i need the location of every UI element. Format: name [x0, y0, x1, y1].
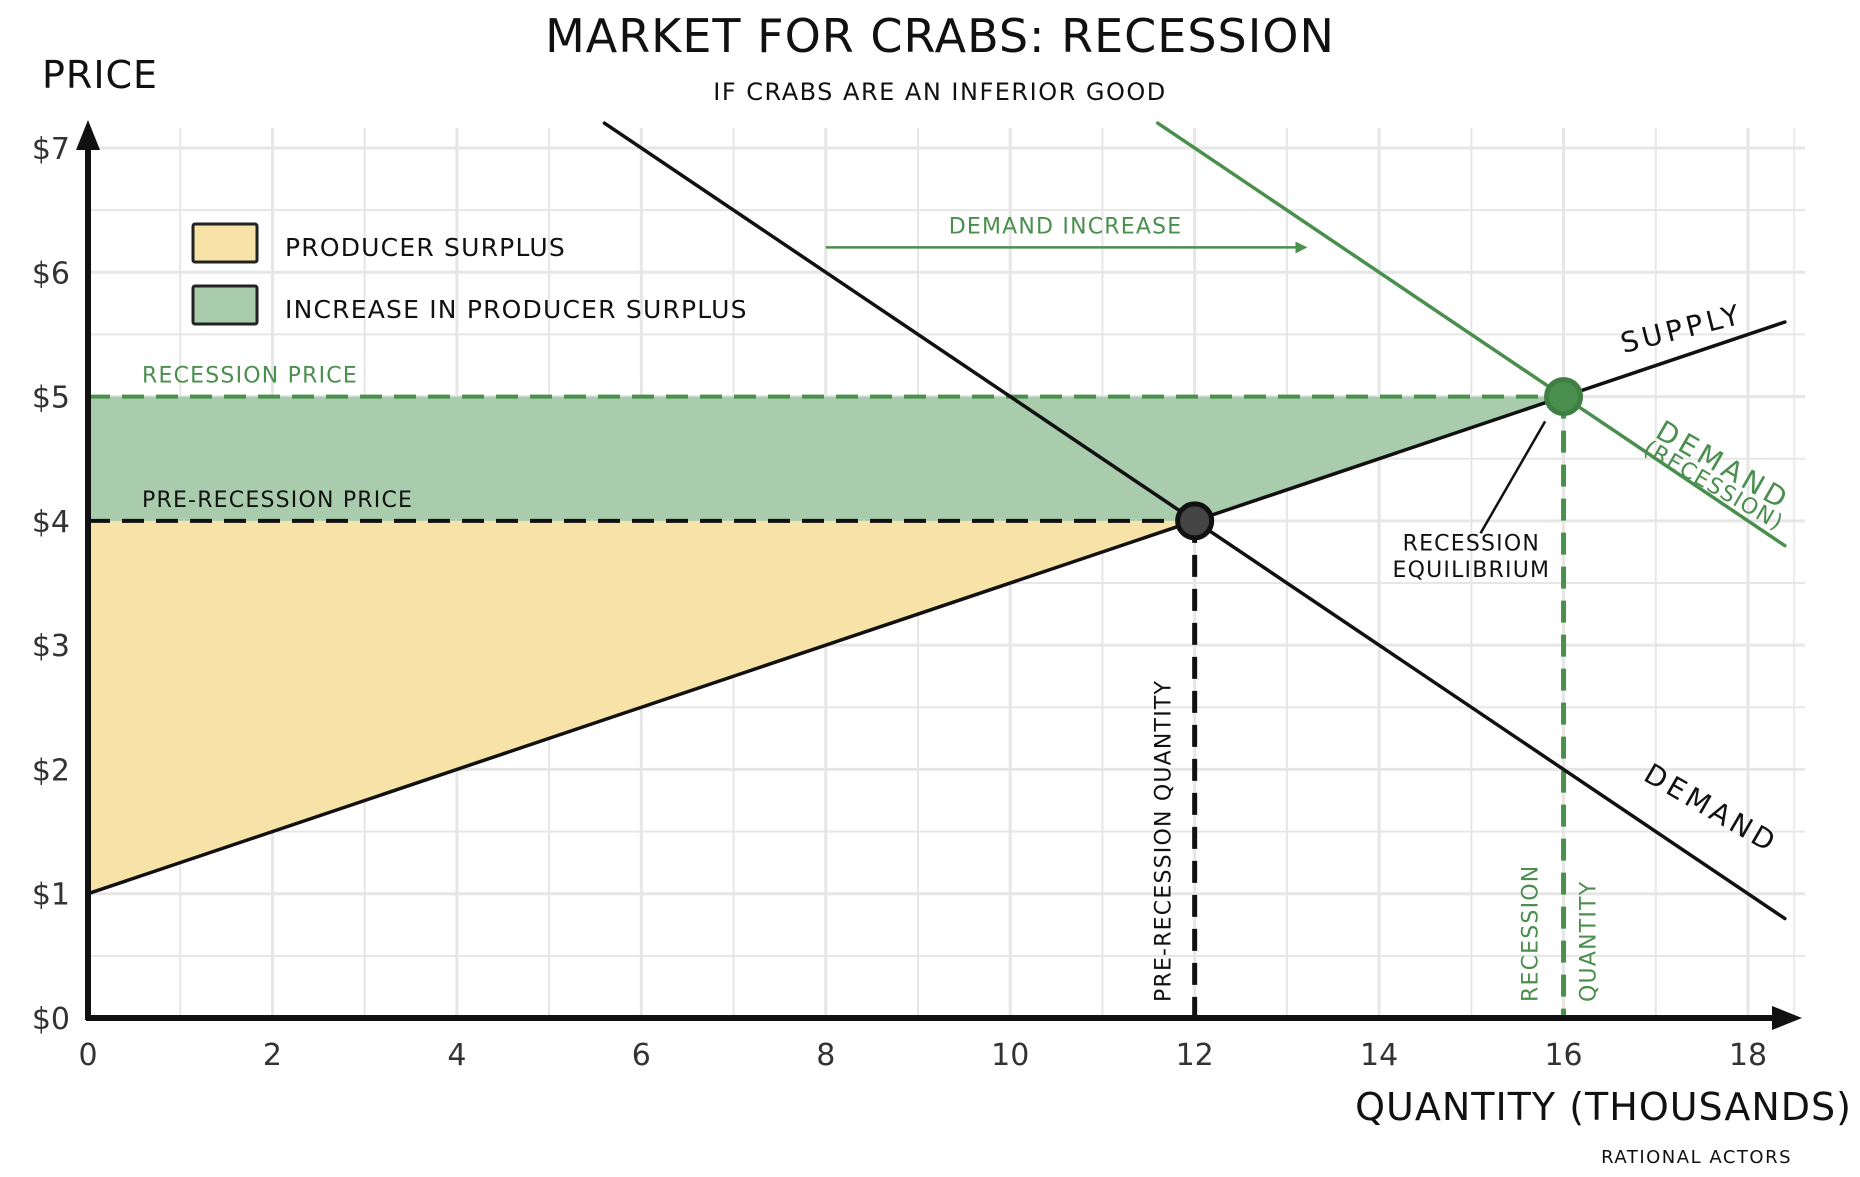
curve-supply — [86, 320, 1787, 896]
x-tick-label: 4 — [447, 1038, 466, 1073]
x-tick-label: 2 — [263, 1038, 282, 1073]
equilibrium-leader-line — [1479, 420, 1547, 534]
reference-lines — [88, 394, 1567, 1018]
x-tick-label: 14 — [1360, 1038, 1398, 1073]
label-demand: DEMAND — [1638, 757, 1784, 860]
label-supply: SUPPLY — [1617, 298, 1746, 360]
y-tick-label: $7 — [32, 132, 70, 167]
equilibrium-points — [1175, 377, 1584, 541]
x-tick-label: 16 — [1544, 1038, 1582, 1073]
legend-label-producer-surplus: PRODUCER SURPLUS — [285, 233, 566, 262]
y-axis-title: PRICE — [42, 53, 158, 97]
label-recession-quantity-line1: RECESSION — [1519, 865, 1544, 1002]
x-tick-label: 8 — [816, 1038, 835, 1073]
y-tick-label: $5 — [32, 381, 70, 416]
label-recession-price: RECESSION PRICE — [142, 364, 358, 389]
area-increase-in-producer-surplus — [88, 396, 1564, 521]
y-tick-label: $2 — [32, 753, 70, 788]
curve-demand-recession — [1156, 121, 1787, 548]
label-recession-equilibrium-line1: RECESSION — [1403, 532, 1540, 557]
x-axis-arrowhead — [1772, 1006, 1802, 1030]
y-axis-arrowhead — [76, 120, 100, 150]
x-tick-label: 10 — [991, 1038, 1029, 1073]
label-recession-equilibrium-line2: EQUILIBRIUM — [1392, 558, 1550, 583]
y-tick-label: $4 — [32, 505, 70, 540]
legend-label-increase-in-producer-surplus: INCREASE IN PRODUCER SURPLUS — [285, 295, 748, 324]
chart-subtitle: IF CRABS ARE AN INFERIOR GOOD — [713, 78, 1167, 106]
tick-labels: 0 2 4 6 8 10 12 14 16 18 $0 $1 $2 $3 $4 $5 $6 $7 — [32, 132, 1767, 1073]
y-tick-label: $0 — [32, 1002, 70, 1037]
legend-swatch-producer-surplus — [191, 222, 259, 264]
x-tick-label: 0 — [78, 1038, 97, 1073]
point-pre-recession-equilibrium — [1175, 501, 1215, 541]
credit-text: RATIONAL ACTORS — [1601, 1147, 1792, 1168]
y-tick-label: $6 — [32, 256, 70, 291]
x-tick-label: 12 — [1176, 1038, 1214, 1073]
label-pre-recession-quantity: PRE-RECESSION QUANTITY — [1152, 680, 1177, 1002]
axes — [76, 120, 1802, 1030]
label-pre-recession-price: PRE-RECESSION PRICE — [142, 488, 413, 513]
x-axis-title: QUANTITY (THOUSANDS) — [1355, 1085, 1852, 1129]
point-recession-equilibrium — [1544, 377, 1584, 417]
y-tick-label: $3 — [32, 629, 70, 664]
x-tick-label: 18 — [1729, 1038, 1767, 1073]
label-demand-increase: DEMAND INCREASE — [949, 214, 1183, 239]
label-recession-quantity-line2: QUANTITY — [1577, 881, 1602, 1002]
legend-swatch-increase-in-producer-surplus — [191, 284, 259, 326]
x-tick-label: 6 — [632, 1038, 651, 1073]
y-tick-label: $1 — [32, 878, 70, 913]
chart-title: MARKET FOR CRABS: RECESSION — [545, 9, 1335, 63]
